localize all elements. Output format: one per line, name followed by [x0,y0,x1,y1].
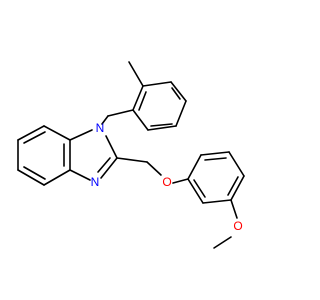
bond-ring-ch2 [107,109,134,117]
benzimidazole-core [17,125,118,186]
bond-anisyl-2-3 [200,151,230,156]
bond-methyl-c [128,61,144,87]
bond-n1-c7a [69,129,93,141]
atom-label-o-ether: O [162,175,171,189]
bond-anisyl-6-1 [187,178,204,204]
bond-c7a-c7 [43,125,71,141]
bond-anisyl-1-2 [187,154,202,180]
bond-o-methyl [213,236,232,249]
bond-tolyl-2-3 [170,81,187,102]
bond-benzo-inner-a [23,131,46,144]
atom-labels: N N O O [91,121,243,233]
bond-ch2-o [146,161,162,176]
bond-tolyl-4-5 [147,125,177,131]
bond-anisyl-inner-a [204,157,227,161]
atom-label-n1: N [96,121,105,135]
bond-c5-c4 [17,169,45,186]
bond-anisyl-4-5 [230,175,245,201]
bond-anisyl-3-4 [228,151,245,177]
bond-anisyl-inner-b [227,176,239,196]
bond-anisyl-5-6 [202,199,232,204]
bond-aryl-o-methoxy [230,199,238,219]
bond-tolyl-3-4 [175,100,187,127]
bond-c2-n3 [100,157,118,179]
methylbenzyl-group [101,61,187,131]
bond-c4-c3a [43,169,71,186]
bond-tolyl-6-1 [132,85,144,111]
atom-label-n3: N [91,175,100,189]
methoxyphenyl-group [187,151,245,249]
bond-tolyl-inner-c [138,91,147,111]
bond-o-aryl [172,178,189,184]
atom-label-o-methoxy: O [233,219,242,233]
bond-tolyl-inner-a [171,87,181,100]
bond-benzo-inner-b [23,166,46,180]
bond-tolyl-inner-b [150,123,173,127]
bond-c2-n3-double [97,157,111,173]
bond-n1-c2 [105,135,118,159]
bond-n3-c3a [69,169,91,181]
bond-tolyl-1-2 [142,81,172,87]
bond-c2-ch2 [116,157,148,163]
bond-anisyl-inner-c [193,179,206,198]
phenoxymethyl-linker [116,157,189,184]
bond-tolyl-5-6 [132,109,149,131]
chemical-structure-diagram: N N O O [17,61,245,249]
bond-ch2-n1 [101,115,109,125]
bond-c7-c6 [17,125,45,141]
